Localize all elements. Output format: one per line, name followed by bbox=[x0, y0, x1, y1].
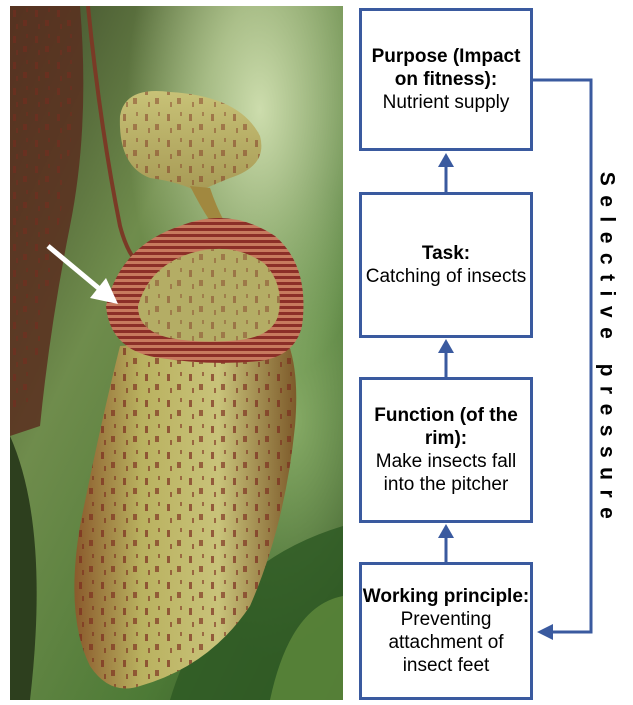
task-title: Task: bbox=[422, 242, 470, 265]
function-box: Function (of the rim): Make insects fall… bbox=[359, 377, 533, 523]
purpose-box: Purpose (Impact on fitness): Nutrient su… bbox=[359, 8, 533, 151]
task-box: Task: Catching of insects bbox=[359, 192, 533, 338]
purpose-title: Purpose (Impact on fitness): bbox=[362, 45, 530, 91]
purpose-body: Nutrient supply bbox=[383, 91, 510, 114]
working-principle-body: Preventing attachment of insect feet bbox=[362, 608, 530, 678]
selective-pressure-label: Selective pressure bbox=[594, 172, 618, 529]
selective-pressure-label-container: Selective pressure bbox=[581, 150, 631, 550]
arrow-task-to-purpose bbox=[438, 153, 454, 192]
working-principle-title: Working principle: bbox=[363, 585, 529, 608]
function-title: Function (of the rim): bbox=[362, 404, 530, 450]
function-body: Make insects fall into the pitcher bbox=[362, 450, 530, 496]
working-principle-box: Working principle: Preventing attachment… bbox=[359, 562, 533, 700]
pitcher-plant-photo bbox=[10, 6, 343, 700]
arrow-working-to-function bbox=[438, 524, 454, 562]
arrow-function-to-task bbox=[438, 339, 454, 377]
task-body: Catching of insects bbox=[366, 265, 527, 288]
